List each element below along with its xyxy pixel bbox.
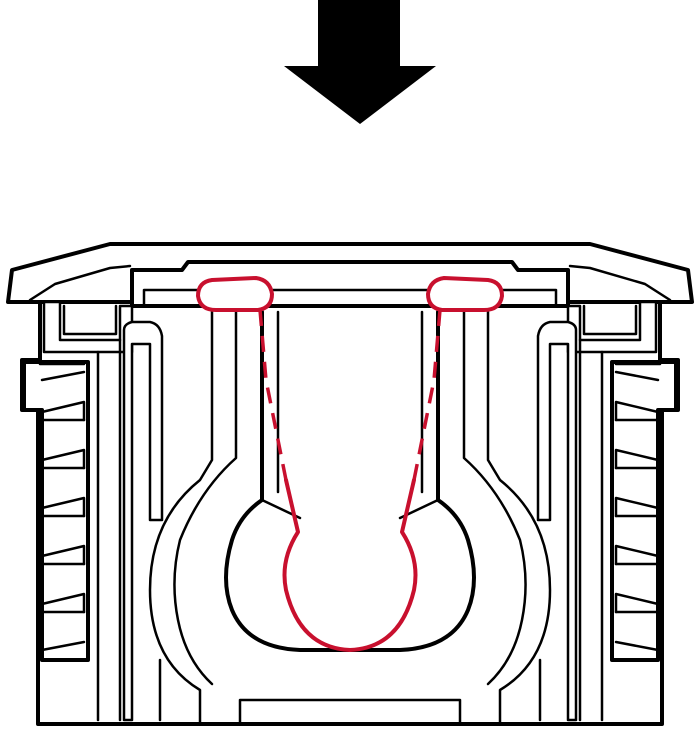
collet-outer <box>148 304 552 726</box>
left-post <box>122 320 164 722</box>
right-post <box>536 320 578 722</box>
left-serrated-grip <box>22 360 90 662</box>
down-arrow-icon <box>284 0 436 124</box>
fitting-housing <box>6 242 694 726</box>
right-serrated-grip <box>610 360 678 662</box>
spring-clip <box>196 276 504 652</box>
